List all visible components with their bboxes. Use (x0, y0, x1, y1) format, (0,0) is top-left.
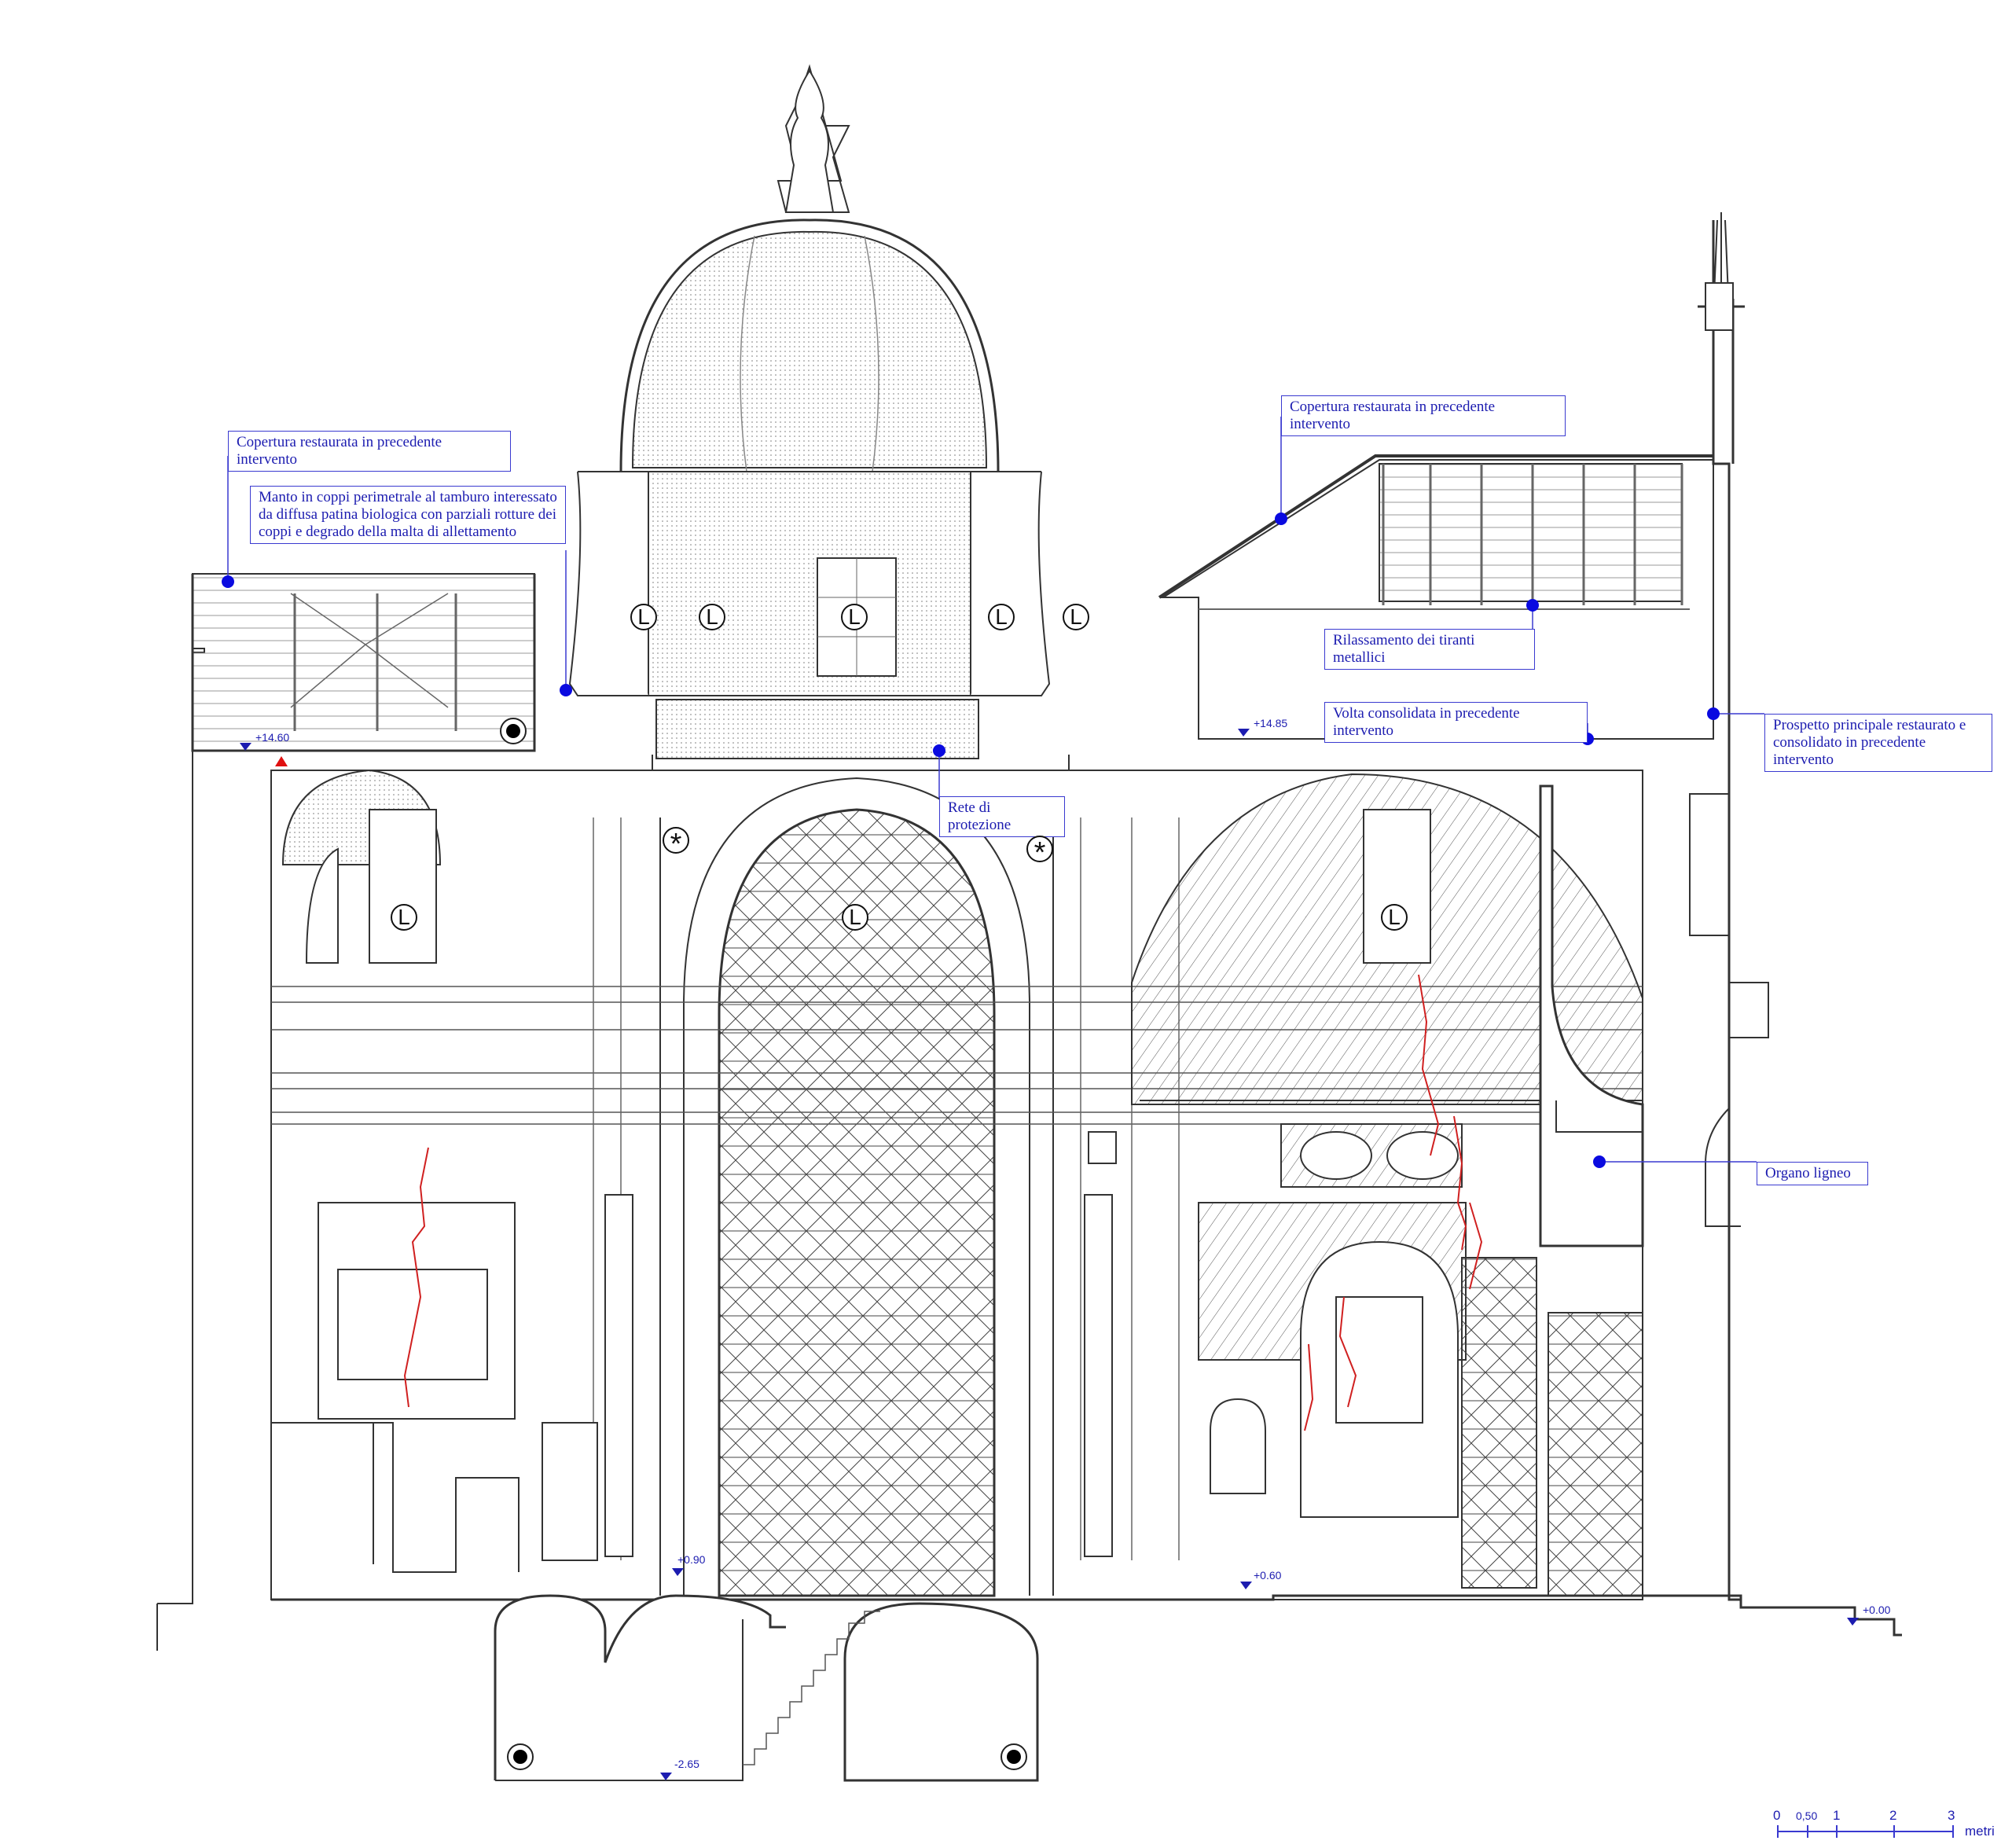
elevation-label: +14.85 (1254, 717, 1288, 729)
cracked-symbol: * (663, 827, 689, 860)
elevation-label: +0.00 (1863, 1604, 1891, 1616)
elevation-label: +14.60 (255, 731, 290, 744)
scale-tick: 0,50 (1796, 1809, 1818, 1822)
ground-line (271, 1594, 1902, 1637)
scale-tick: 2 (1889, 1808, 1897, 1823)
callout-prospetto: Prospetto principale restaurato e consol… (1764, 714, 1992, 772)
callout-manto-coppi: Manto in coppi perimetrale al tamburo in… (250, 486, 566, 544)
facade-tower (1698, 220, 1745, 1601)
section-marker-icon (500, 718, 527, 744)
left-wall (156, 648, 205, 1643)
warning-triangle (275, 756, 288, 766)
scale-unit: metri (1965, 1824, 1995, 1839)
lantern-symbol: L (630, 604, 657, 630)
callout-copertura-right: Copertura restaurata in precedente inter… (1281, 395, 1566, 436)
elevation-label: -2.65 (674, 1758, 699, 1770)
lantern-symbol: L (841, 604, 868, 630)
drum (648, 471, 971, 696)
cracked-symbol: * (1026, 836, 1053, 869)
callout-organo: Organo ligneo (1757, 1162, 1868, 1185)
dome (631, 230, 988, 468)
callout-copertura-left: Copertura restaurata in precedente inter… (228, 431, 511, 472)
callout-rilassamento: Rilassamento dei tiranti metallici (1324, 629, 1535, 670)
callout-volta: Volta consolidata in precedente interven… (1324, 702, 1588, 743)
scale-tick: 1 (1833, 1808, 1841, 1823)
elevation-label: +0.90 (677, 1553, 706, 1566)
lantern-symbol: L (988, 604, 1015, 630)
lantern-symbol: L (842, 904, 868, 931)
elevation-label: +0.60 (1254, 1569, 1282, 1582)
lantern-symbol: L (699, 604, 725, 630)
scale-bar (1777, 1825, 1954, 1838)
scale-tick: 3 (1948, 1808, 1955, 1823)
lantern-symbol: L (1063, 604, 1089, 630)
scale-tick: 0 (1773, 1808, 1781, 1823)
section-marker-icon (1000, 1743, 1027, 1770)
section-marker-icon (507, 1743, 534, 1770)
left-roof-box (192, 573, 535, 751)
lantern-symbol: L (1381, 904, 1408, 931)
crypt (494, 1594, 786, 1780)
organ (1539, 784, 1644, 1247)
lantern-symbol: L (391, 904, 417, 931)
protection-net (718, 808, 996, 1597)
callout-rete: Rete di protezione (939, 796, 1065, 837)
